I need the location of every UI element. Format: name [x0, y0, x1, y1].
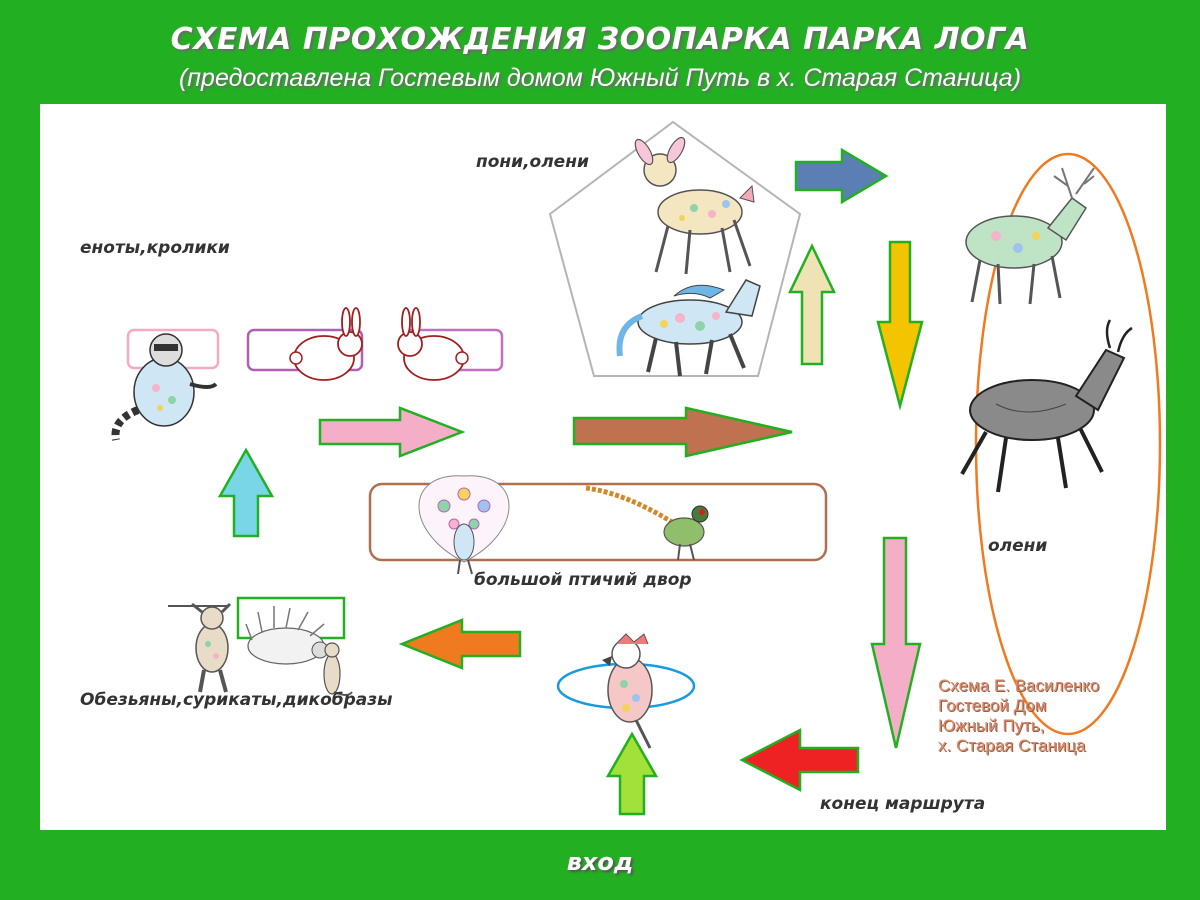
arrow-orange-left — [398, 618, 522, 670]
raccoon-icon — [111, 333, 218, 441]
arrow-brown-right — [572, 406, 793, 458]
arrow-cream-up — [788, 243, 836, 366]
arrow-pink-down — [870, 536, 922, 749]
meerkat-icon — [323, 642, 353, 696]
deer-enclosure — [974, 152, 1162, 736]
bird-yard-enclosure — [368, 482, 828, 562]
label-entrance: вход — [566, 848, 634, 876]
label-raccoons-rabbits: еноты,кролики — [80, 238, 230, 258]
arrow-pink-right — [318, 406, 466, 458]
credit-line: х. Старая Станица — [938, 736, 1086, 755]
credit-line: Южный Путь, — [938, 716, 1045, 735]
pheasant-icon — [585, 485, 709, 561]
parrot-icon — [602, 633, 653, 749]
porcupine-icon — [245, 606, 329, 665]
rabbit-icon — [289, 307, 363, 381]
diagram-subtitle: (предоставлена Гостевым домом Южный Путь… — [178, 64, 1022, 92]
label-pony-deer: пони,олени — [476, 152, 589, 172]
arrow-yellow-down — [876, 240, 924, 411]
antelope-icon — [960, 319, 1133, 493]
monkey-icon — [168, 602, 232, 693]
credit-line: Схема Е. Василенко — [938, 676, 1100, 695]
map-panel: пони,олени еноты,кролики олени большой п… — [40, 104, 1166, 830]
arrow-red-left — [739, 727, 860, 793]
peacock-icon — [418, 475, 510, 575]
pony-enclosure — [548, 120, 802, 377]
credit-note: Схема Е. Василенко Гостевой Дом Южный Пу… — [938, 676, 1099, 756]
label-deer: олени — [988, 536, 1048, 556]
arrow-lime-up — [605, 731, 659, 816]
label-bird-yard: большой птичий двор — [474, 570, 692, 590]
label-route-end: конец маршрута — [820, 794, 986, 814]
pony-icon — [616, 279, 761, 377]
diagram-title: СХЕМА ПРОХОЖДЕНИЯ ЗООПАРКА ПАРКА ЛОГА — [170, 22, 1030, 57]
fawn-icon — [634, 136, 755, 275]
stag-icon — [965, 167, 1095, 305]
arrow-blue-right — [794, 147, 889, 205]
rabbit-icon — [397, 307, 469, 381]
credit-line: Гостевой Дом — [938, 696, 1047, 715]
label-monkeys: Обезьяны,сурикаты,дикобразы — [80, 690, 393, 710]
route-map — [111, 120, 1162, 816]
arrow-cyan-up — [217, 447, 275, 538]
